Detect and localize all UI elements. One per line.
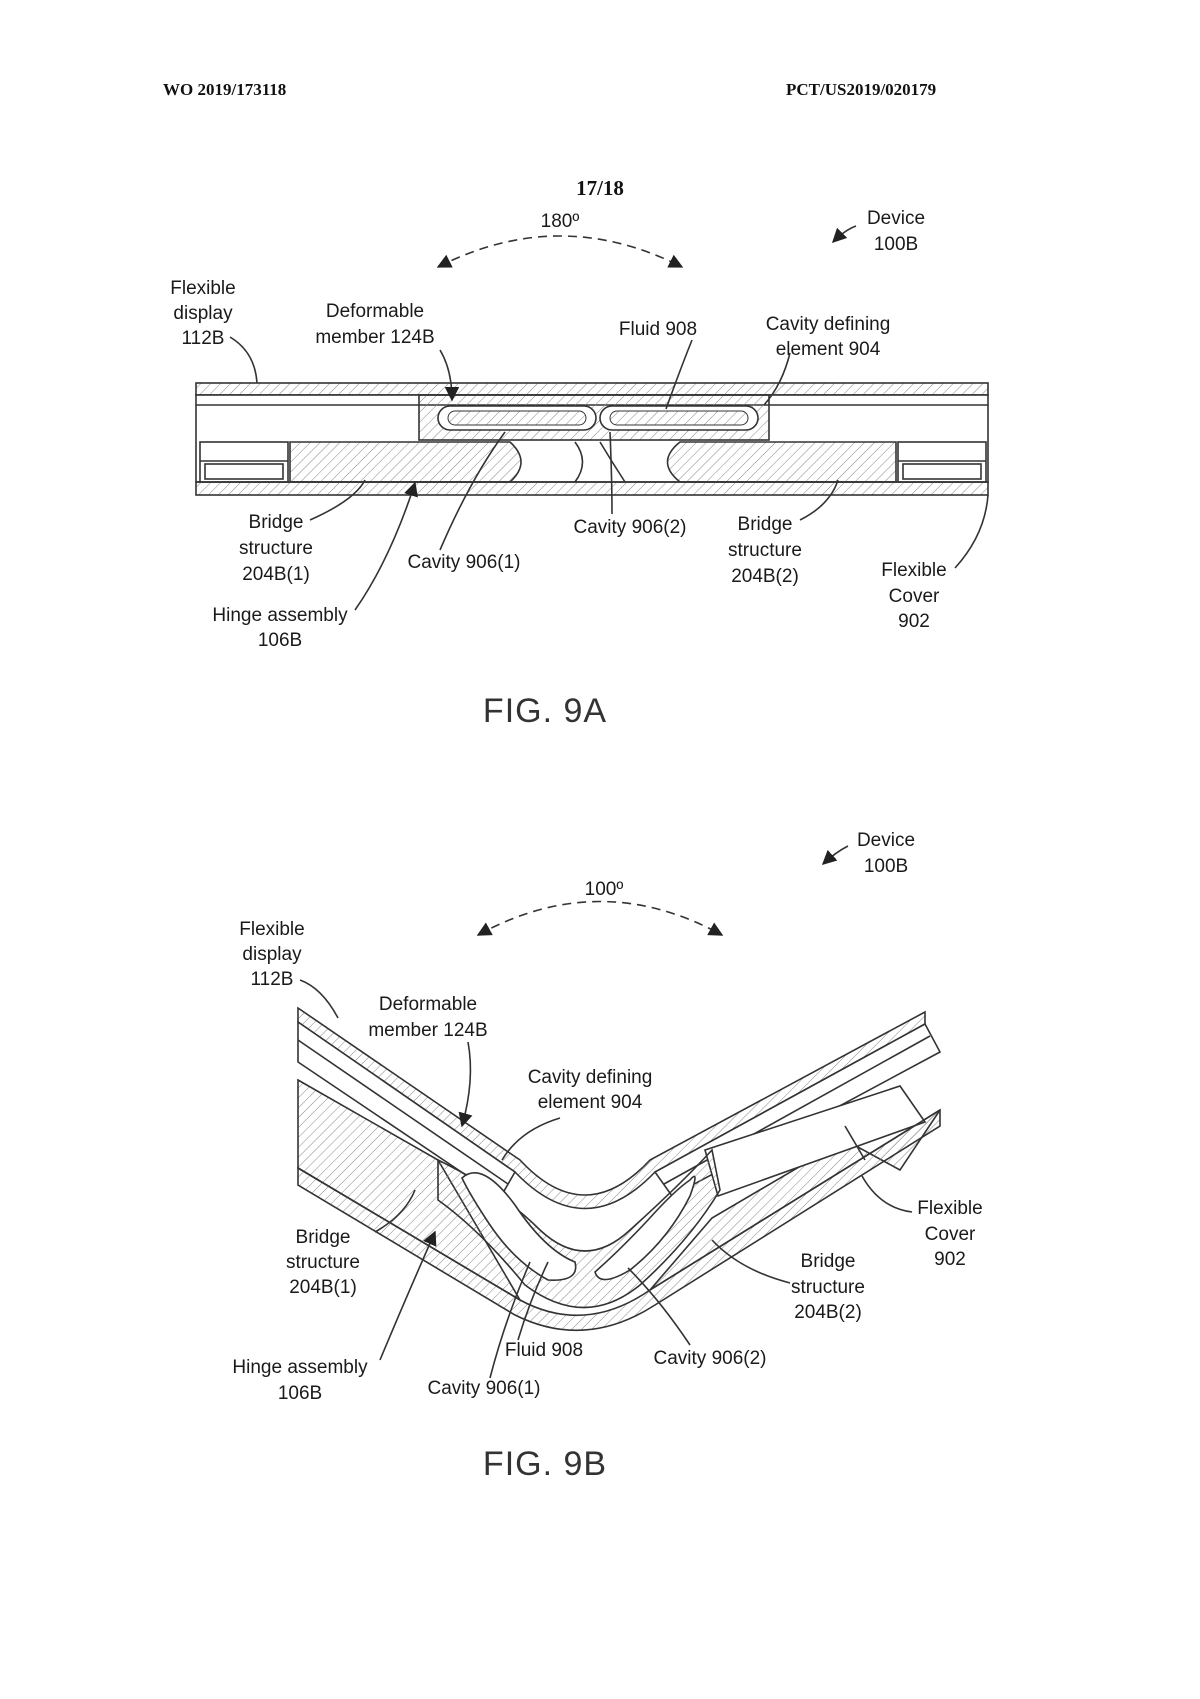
deformable-member-label-9b-l2: member 124B — [368, 1020, 487, 1041]
cavity-defining-element-label-9a-l2: element 904 — [776, 339, 881, 360]
hinge-assembly-label-9b-l2: 106B — [278, 1383, 322, 1404]
figure-9b — [297, 845, 942, 1379]
cavity-906-1-shape-9b — [461, 1172, 577, 1281]
bridge-structure-2-label-9a-l2: structure — [728, 540, 802, 561]
bridge-structure-2-label-9b-l2: structure — [791, 1277, 865, 1298]
flexible-cover-label-9b-l2: Cover — [925, 1224, 976, 1245]
flexible-display-label-9b-l3: 112B — [251, 969, 294, 990]
cavity-906-1-label-9a: Cavity 906(1) — [408, 552, 521, 573]
end-block-left-9a — [199, 441, 289, 483]
device-label-9a-l2: 100B — [874, 234, 918, 255]
cavity-defining-element-label-9a-l1: Cavity defining — [766, 314, 891, 335]
cavity-906-2-label-9b: Cavity 906(2) — [654, 1348, 767, 1369]
cavity-906-1-label-9b: Cavity 906(1) — [428, 1378, 541, 1399]
deformable-member-label-9a-l2: member 124B — [315, 327, 434, 348]
bridge-structure-1-label-9b-l3: 204B(1) — [289, 1277, 357, 1298]
deformable-member-label-9b-l1: Deformable — [379, 994, 477, 1015]
figure-9b-caption: FIG. 9B — [483, 1445, 607, 1483]
cavity-defining-element-9b — [437, 1148, 721, 1309]
bridge-structure-2-label-9b-l1: Bridge — [801, 1251, 856, 1272]
bridge-structure-1-label-9b-l2: structure — [286, 1252, 360, 1273]
flexible-display-layer-9a — [195, 382, 989, 396]
flexible-cover-layer-9b — [297, 1108, 941, 1332]
flexible-display-label-9b-l2: display — [242, 944, 302, 965]
cavity-defining-element-label-9b-l2: element 904 — [538, 1092, 643, 1113]
rotation-arc-9b — [476, 900, 724, 936]
figure-9a-labels: 180º Device 100B Flexible display 112B D… — [170, 208, 946, 730]
flexible-display-label-9b-l1: Flexible — [239, 919, 304, 940]
rotation-arc-9a — [436, 235, 684, 268]
flexible-cover-label-9b-l3: 902 — [934, 1249, 966, 1270]
flexible-cover-label-9a-l3: 902 — [898, 611, 930, 632]
flexible-cover-layer-9a — [195, 481, 989, 496]
fluid-label-9a: Fluid 908 — [619, 319, 697, 340]
sheet-number: 17/18 — [576, 176, 624, 200]
device-label-9a-l1: Device — [867, 208, 925, 229]
hinge-assembly-label-9b-l1: Hinge assembly — [232, 1357, 368, 1378]
hinge-assembly-label-9a-l1: Hinge assembly — [212, 605, 348, 626]
angle-label-9a: 180º — [541, 211, 580, 232]
bridge-structure-2-label-9b-l3: 204B(2) — [794, 1302, 862, 1323]
fluid-label-9b: Fluid 908 — [505, 1340, 583, 1361]
flexible-cover-label-9a-l2: Cover — [889, 586, 940, 607]
bridge-structure-2-shape-9a — [666, 441, 897, 483]
cavity-906-2-shape-9b — [594, 1175, 696, 1281]
angle-label-9b: 100º — [585, 879, 624, 900]
figure-9b-labels: 100º Device 100B Flexible display 112B D… — [232, 830, 982, 1483]
deformable-member-label-9a-l1: Deformable — [326, 301, 424, 322]
figure-9a-caption: FIG. 9A — [483, 692, 607, 730]
bridge-structure-1-label-9a-l3: 204B(1) — [242, 564, 310, 585]
flexible-cover-label-9a-l1: Flexible — [881, 560, 946, 581]
bridge-structure-2-label-9a-l1: Bridge — [738, 514, 793, 535]
device-arrow-9a — [831, 225, 857, 244]
flexible-display-label-9a-l1: Flexible — [170, 278, 235, 299]
bridge-structure-1-label-9a-l2: structure — [239, 538, 313, 559]
publication-number: WO 2019/173118 — [163, 80, 287, 99]
flexible-cover-label-9b-l1: Flexible — [917, 1198, 982, 1219]
device-label-9b-l1: Device — [857, 830, 915, 851]
flexible-display-label-9a-l3: 112B — [182, 328, 225, 349]
cavity-defining-element-label-9b-l1: Cavity defining — [528, 1067, 653, 1088]
bridge-structure-1-label-9a-l1: Bridge — [249, 512, 304, 533]
flexible-display-label-9a-l2: display — [173, 303, 233, 324]
application-number: PCT/US2019/020179 — [786, 80, 937, 99]
hinge-assembly-label-9a-l2: 106B — [258, 630, 302, 651]
device-label-9b-l2: 100B — [864, 856, 908, 877]
bridge-structure-1-shape-9a — [289, 441, 522, 483]
device-arrow-9b — [821, 845, 849, 865]
bridge-structure-2-label-9a-l3: 204B(2) — [731, 566, 799, 587]
end-block-right-9a — [897, 441, 987, 483]
cavity-906-2-label-9a: Cavity 906(2) — [574, 517, 687, 538]
bridge-structure-1-label-9b-l1: Bridge — [296, 1227, 351, 1248]
figure-9a — [195, 225, 989, 611]
